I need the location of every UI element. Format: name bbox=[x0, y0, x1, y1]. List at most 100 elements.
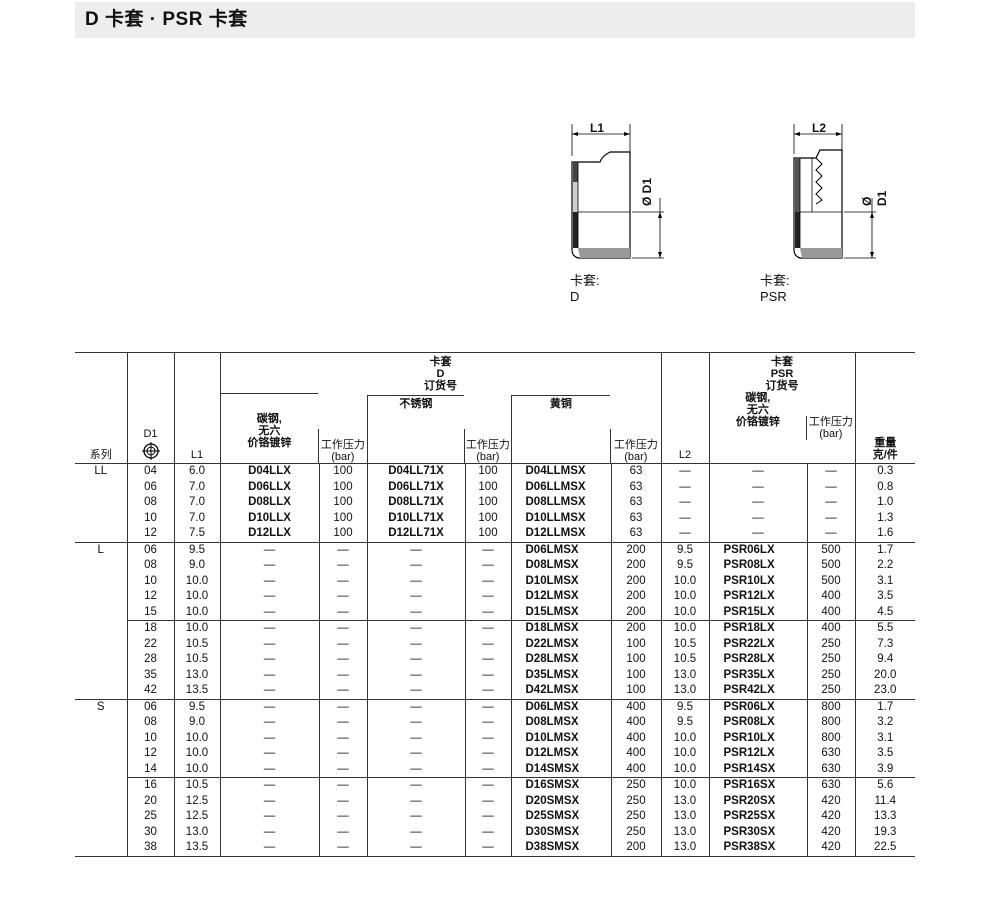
cell-l2: 10.0 bbox=[660, 604, 709, 621]
cell-d1: 30 bbox=[126, 824, 174, 840]
col-series: 系列 bbox=[89, 449, 112, 461]
cell-pp: 420 bbox=[806, 809, 855, 825]
cell-psr: — bbox=[708, 463, 807, 480]
cell-d1: 08 bbox=[126, 558, 174, 574]
cell-sp: — bbox=[464, 541, 511, 558]
cell-pp: 250 bbox=[806, 683, 855, 699]
cell-w: 13.3 bbox=[854, 809, 915, 825]
cell-psr: PSR18LX bbox=[708, 620, 807, 637]
cell-pp: 400 bbox=[806, 604, 855, 621]
cell-pp: 500 bbox=[806, 558, 855, 574]
cell-carbon: — bbox=[219, 604, 319, 621]
cell-w: 0.3 bbox=[854, 463, 915, 480]
cell-sp: — bbox=[464, 809, 511, 825]
cell-l1: 10.0 bbox=[173, 730, 220, 746]
d-caption-line2: D bbox=[570, 289, 580, 304]
cell-brass: D12LLMSX bbox=[510, 526, 611, 542]
cell-sp: — bbox=[464, 840, 511, 856]
cell-l2: 13.0 bbox=[660, 667, 709, 683]
cell-d1: 38 bbox=[126, 840, 174, 856]
cell-w: 5.5 bbox=[854, 620, 915, 637]
cell-d1: 22 bbox=[126, 636, 174, 652]
cell-cp: — bbox=[318, 541, 367, 558]
cell-cp: — bbox=[318, 573, 367, 589]
cell-brass: D12LMSX bbox=[510, 746, 611, 762]
d-length-label: L1 bbox=[590, 121, 605, 135]
cell-w: 2.2 bbox=[854, 558, 915, 574]
cell-d1: 14 bbox=[126, 761, 174, 778]
d-ring-drawing bbox=[571, 124, 664, 259]
cell-pp: 400 bbox=[806, 620, 855, 637]
cell-cp: — bbox=[318, 558, 367, 574]
cell-sp: 100 bbox=[464, 495, 511, 511]
cell-stainless: — bbox=[366, 761, 465, 778]
cell-brass: D16SMSX bbox=[510, 777, 611, 794]
cell-l2: 10.0 bbox=[660, 746, 709, 762]
cell-brass: D06LMSX bbox=[510, 698, 611, 715]
cell-psr: — bbox=[708, 510, 807, 526]
cell-series bbox=[75, 762, 127, 778]
cell-pp: — bbox=[806, 479, 855, 495]
cell-l2: — bbox=[660, 526, 709, 542]
cell-stainless: D04LL71X bbox=[366, 463, 465, 480]
cell-l1: 10.5 bbox=[173, 652, 220, 668]
cell-l1: 6.0 bbox=[173, 463, 220, 480]
cell-carbon: — bbox=[219, 840, 319, 856]
cell-w: 1.7 bbox=[854, 541, 915, 558]
cell-bp: 400 bbox=[610, 761, 661, 778]
title-bar: D 卡套 · PSR 卡套 bbox=[75, 2, 915, 38]
cell-bp: 200 bbox=[610, 573, 661, 589]
cell-cp: 100 bbox=[318, 495, 367, 511]
cell-bp: 63 bbox=[610, 526, 661, 542]
cell-carbon: D06LLX bbox=[219, 479, 319, 495]
cell-d1: 10 bbox=[126, 730, 174, 746]
cell-sp: — bbox=[464, 761, 511, 778]
cell-l2: 13.0 bbox=[660, 793, 709, 809]
cell-pp: 800 bbox=[806, 730, 855, 746]
cell-brass: D14SMSX bbox=[510, 761, 611, 778]
cell-bp: 200 bbox=[610, 840, 661, 856]
cell-w: 3.2 bbox=[854, 715, 915, 731]
cell-series bbox=[75, 589, 127, 605]
stainless-pressure-header: 工作压力(bar) bbox=[464, 429, 510, 463]
cell-l1: 13.0 bbox=[173, 824, 220, 840]
cell-w: 1.0 bbox=[854, 495, 915, 511]
cell-cp: — bbox=[318, 777, 367, 794]
cell-carbon: — bbox=[219, 715, 319, 731]
cell-pp: 250 bbox=[806, 667, 855, 683]
cell-cp: — bbox=[318, 620, 367, 637]
cell-brass: D06LMSX bbox=[510, 541, 611, 558]
diameter-symbol-icon bbox=[141, 442, 160, 460]
cell-pp: 420 bbox=[806, 840, 855, 856]
cell-l1: 13.0 bbox=[173, 667, 220, 683]
psr-length-label: L2 bbox=[812, 121, 827, 135]
cell-series bbox=[75, 621, 127, 637]
cell-bp: 400 bbox=[610, 715, 661, 731]
cell-pp: 400 bbox=[806, 589, 855, 605]
d-diameter-label: Ø D1 bbox=[640, 177, 654, 206]
cell-series bbox=[75, 778, 127, 794]
cell-series bbox=[75, 495, 127, 511]
cell-stainless: — bbox=[366, 698, 465, 715]
cell-psr: PSR08LX bbox=[708, 558, 807, 574]
cell-l2: — bbox=[660, 510, 709, 526]
cell-pp: 420 bbox=[806, 824, 855, 840]
cell-d1: 15 bbox=[126, 604, 174, 621]
psr-diameter-label: Ø D1 bbox=[860, 190, 889, 206]
cell-l2: 13.0 bbox=[660, 683, 709, 699]
cell-d1: 28 bbox=[126, 652, 174, 668]
cell-brass: D18LMSX bbox=[510, 620, 611, 637]
brass-pressure-header: 工作压力(bar) bbox=[610, 429, 660, 463]
cell-bp: 250 bbox=[610, 809, 661, 825]
cell-bp: 100 bbox=[610, 652, 661, 668]
cell-l1: 9.5 bbox=[173, 541, 220, 558]
cell-stainless: — bbox=[366, 746, 465, 762]
